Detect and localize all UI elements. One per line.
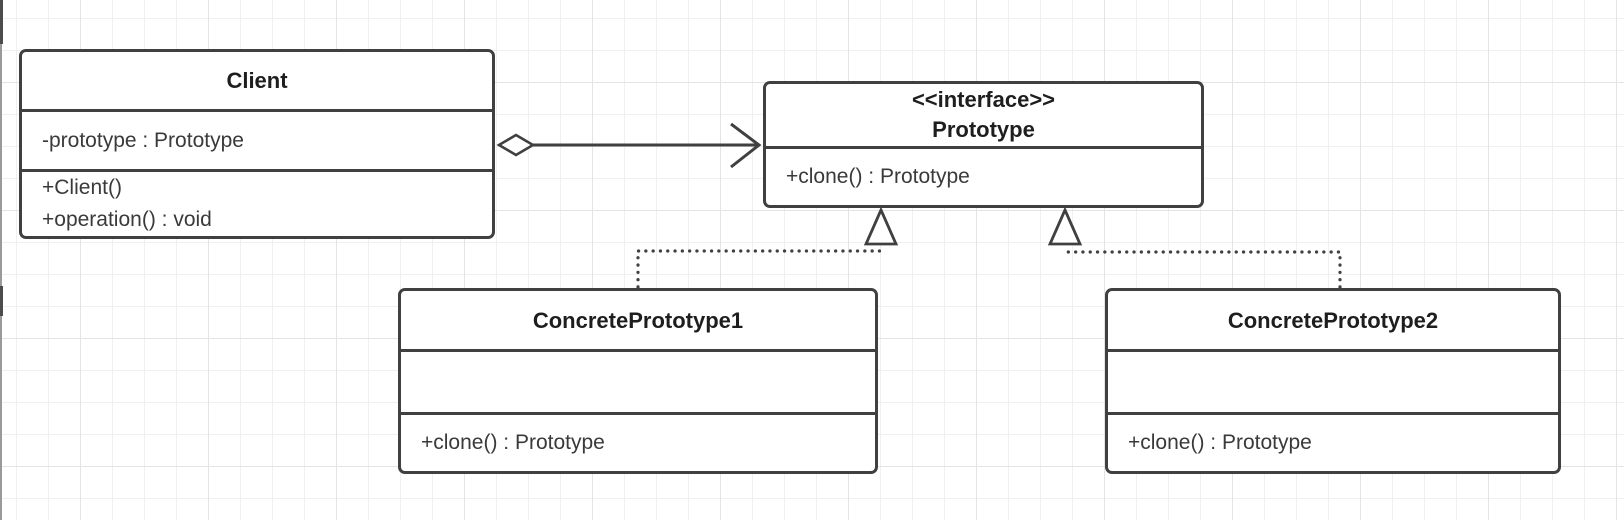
- class-title: ConcretePrototype2: [1227, 307, 1439, 333]
- class-methods-section: +clone() : Prototype: [766, 146, 1201, 205]
- class-title: ConcretePrototype1: [532, 307, 744, 333]
- class-box-prototype-interface[interactable]: <<interface>> Prototype +clone() : Proto…: [763, 81, 1204, 208]
- class-box-client[interactable]: Client -prototype : Prototype +Client() …: [19, 49, 495, 239]
- class-box-concrete-prototype-2[interactable]: ConcretePrototype2 +clone() : Prototype: [1105, 288, 1561, 474]
- hollow-triangle-marker: [1047, 206, 1083, 246]
- class-methods-section: +Client() +operation() : void: [22, 169, 492, 236]
- connector-realization-cp1-prototype[interactable]: [636, 206, 899, 289]
- attribute-row: -prototype : Prototype: [42, 128, 244, 152]
- open-arrow-marker: [730, 122, 762, 169]
- method-row: +Client(): [42, 176, 122, 199]
- method-row: +clone() : Prototype: [421, 431, 605, 454]
- method-row: +clone() : Prototype: [1128, 431, 1312, 454]
- method-row: +operation() : void: [42, 208, 212, 231]
- class-methods-section: +clone() : Prototype: [1108, 412, 1558, 471]
- class-attributes-section: -prototype : Prototype: [22, 109, 492, 169]
- hollow-diamond-marker: [496, 133, 536, 157]
- hollow-triangle-marker: [863, 206, 899, 246]
- connector-realization-cp2-prototype[interactable]: [1047, 206, 1342, 289]
- class-title: Client: [226, 68, 288, 93]
- class-name-label: Prototype: [932, 117, 1035, 142]
- class-box-concrete-prototype-1[interactable]: ConcretePrototype1 +clone() : Prototype: [398, 288, 878, 474]
- connector-aggregation-client-prototype[interactable]: [496, 122, 762, 169]
- class-attributes-section-empty: [1108, 349, 1558, 412]
- canvas-left-edge: [0, 0, 2, 520]
- class-methods-section: +clone() : Prototype: [401, 412, 875, 471]
- canvas-left-edge-mark: [0, 0, 3, 44]
- stereotype-label: <<interface>>: [911, 87, 1056, 112]
- class-title: <<interface>> Prototype: [766, 84, 1201, 146]
- method-row: +clone() : Prototype: [786, 165, 970, 188]
- canvas-left-edge-mark: [0, 286, 3, 316]
- class-attributes-section-empty: [401, 349, 875, 412]
